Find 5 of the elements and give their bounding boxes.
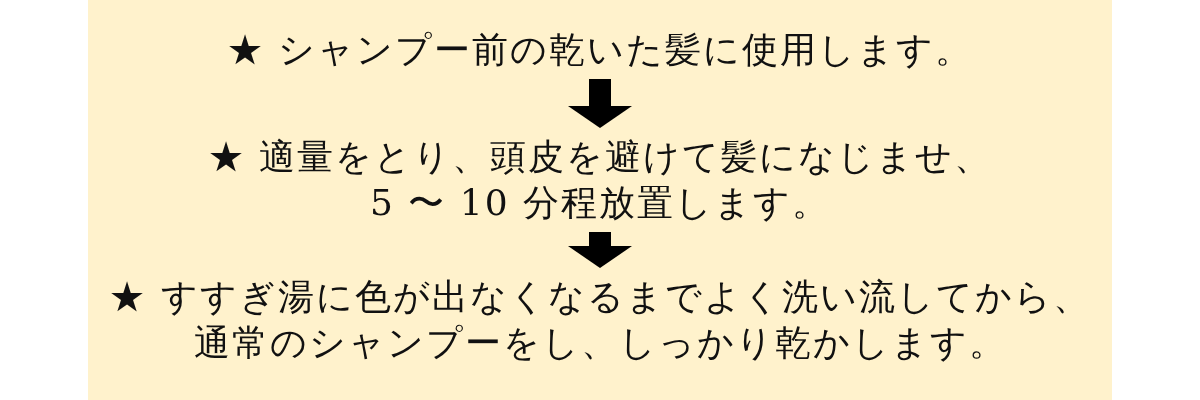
step-text: ★ 適量をとり、頭皮を避けて髪になじませ、5 〜 10 分程放置します。 [205, 134, 995, 226]
step-text: ★ シャンプー前の乾いた髪に使用します。 [100, 27, 1100, 73]
down-arrow [568, 232, 632, 268]
step-text: ★ すすぎ湯に色が出なくなるまでよく洗い流してから、通常のシャンプーをし、しっかり乾かします。 [105, 274, 1095, 366]
down-arrow [568, 79, 632, 128]
